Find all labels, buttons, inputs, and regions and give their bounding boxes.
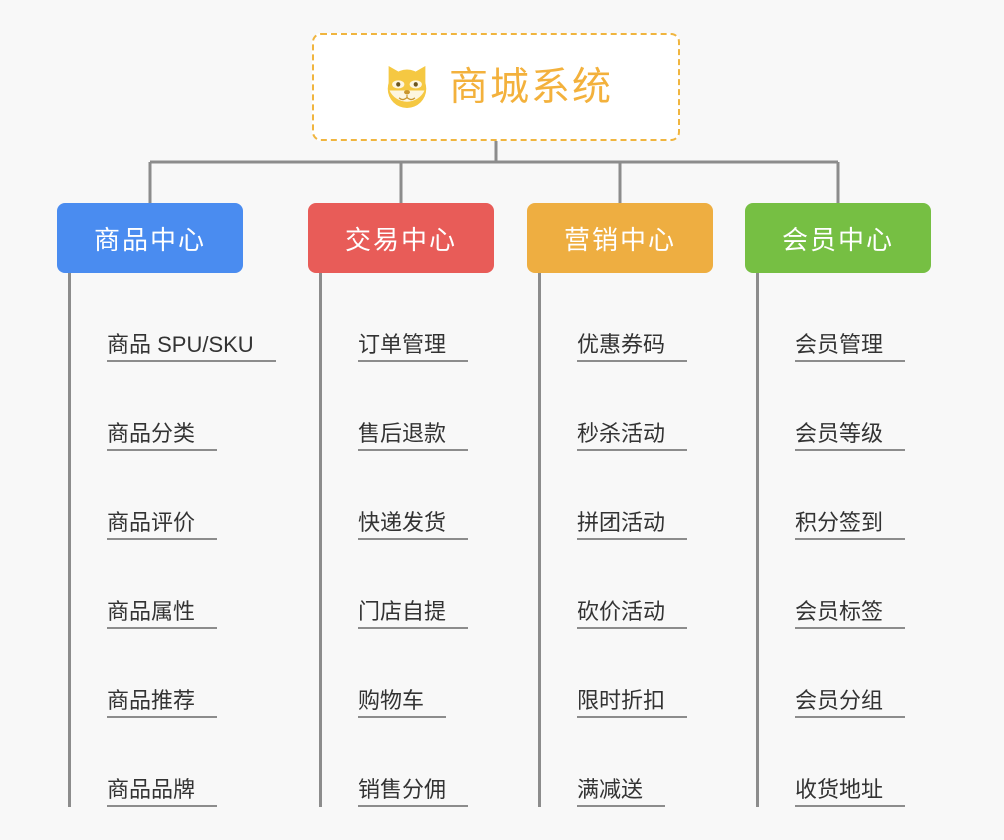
leaf-item[interactable]: 秒杀活动	[541, 362, 713, 451]
leaf-item[interactable]: 商品 SPU/SKU	[71, 273, 276, 362]
leaf-item-label: 商品品牌	[107, 778, 218, 807]
category-card-member-center[interactable]: 会员中心	[745, 203, 931, 273]
leaf-item[interactable]: 商品推荐	[71, 629, 243, 718]
category-card-trade-center[interactable]: 交易中心	[308, 203, 494, 273]
category-column-marketing-center: 营销中心优惠券码秒杀活动拼团活动砍价活动限时折扣满减送	[527, 203, 713, 807]
leaf-item-label: 订单管理	[358, 333, 469, 362]
leaf-item-label: 满减送	[577, 778, 666, 807]
leaf-item-label: 快递发货	[358, 511, 469, 540]
leaf-item[interactable]: 积分签到	[759, 451, 931, 540]
category-card-product-center[interactable]: 商品中心	[57, 203, 243, 273]
leaf-item-label: 商品分类	[107, 422, 218, 451]
leaf-item-label: 销售分佣	[358, 778, 469, 807]
leaf-item-label: 商品 SPU/SKU	[107, 333, 276, 362]
leaf-item-label: 售后退款	[358, 422, 469, 451]
leaf-item[interactable]: 门店自提	[322, 540, 494, 629]
leaf-item-label: 收货地址	[795, 778, 906, 807]
leaf-list-product-center: 商品 SPU/SKU 商品分类商品评价商品属性商品推荐商品品牌	[68, 273, 276, 807]
leaf-item-label: 商品推荐	[107, 689, 218, 718]
leaf-item-label: 砍价活动	[577, 600, 688, 629]
leaf-item-label: 购物车	[358, 689, 447, 718]
leaf-item-label: 会员管理	[795, 333, 906, 362]
root-title: 商城系统	[448, 65, 613, 109]
leaf-item[interactable]: 会员标签	[759, 540, 931, 629]
leaf-item[interactable]: 商品评价	[71, 451, 243, 540]
leaf-item-label: 积分签到	[795, 511, 906, 540]
leaf-item[interactable]: 销售分佣	[322, 718, 494, 807]
leaf-item[interactable]: 订单管理	[322, 273, 494, 362]
category-label: 会员中心	[781, 224, 894, 255]
leaf-item[interactable]: 优惠券码	[541, 273, 713, 362]
leaf-item[interactable]: 会员管理	[759, 273, 931, 362]
leaf-item[interactable]: 满减送	[541, 718, 713, 807]
leaf-list-member-center: 会员管理会员等级积分签到会员标签会员分组收货地址	[756, 273, 931, 807]
leaf-item-label: 秒杀活动	[577, 422, 688, 451]
leaf-item[interactable]: 会员分组	[759, 629, 931, 718]
leaf-item[interactable]: 商品品牌	[71, 718, 243, 807]
leaf-item-label: 商品属性	[107, 600, 218, 629]
category-card-marketing-center[interactable]: 营销中心	[527, 203, 713, 273]
leaf-item[interactable]: 商品属性	[71, 540, 243, 629]
leaf-item-label: 会员分组	[795, 689, 906, 718]
leaf-item[interactable]: 会员等级	[759, 362, 931, 451]
leaf-item-label: 商品评价	[107, 511, 218, 540]
leaf-item[interactable]: 快递发货	[322, 451, 494, 540]
leaf-item[interactable]: 购物车	[322, 629, 494, 718]
category-label: 商品中心	[93, 224, 206, 255]
leaf-list-marketing-center: 优惠券码秒杀活动拼团活动砍价活动限时折扣满减送	[538, 273, 713, 807]
category-column-product-center: 商品中心商品 SPU/SKU 商品分类商品评价商品属性商品推荐商品品牌	[57, 203, 276, 807]
leaf-item[interactable]: 商品分类	[71, 362, 243, 451]
leaf-item-label: 限时折扣	[577, 689, 688, 718]
category-label: 交易中心	[344, 224, 457, 255]
root-node[interactable]: 商城系统	[312, 33, 680, 141]
leaf-list-trade-center: 订单管理售后退款快递发货门店自提购物车销售分佣	[319, 273, 494, 807]
leaf-item[interactable]: 售后退款	[322, 362, 494, 451]
category-label: 营销中心	[563, 224, 676, 255]
leaf-item[interactable]: 拼团活动	[541, 451, 713, 540]
leaf-item-label: 会员等级	[795, 422, 906, 451]
dog-face-icon	[387, 66, 427, 108]
leaf-item-label: 门店自提	[358, 600, 469, 629]
leaf-item-label: 会员标签	[795, 600, 906, 629]
leaf-item[interactable]: 限时折扣	[541, 629, 713, 718]
leaf-item[interactable]: 收货地址	[759, 718, 931, 807]
leaf-item[interactable]: 砍价活动	[541, 540, 713, 629]
category-column-trade-center: 交易中心订单管理售后退款快递发货门店自提购物车销售分佣	[308, 203, 494, 807]
leaf-item-label: 拼团活动	[577, 511, 688, 540]
category-column-member-center: 会员中心会员管理会员等级积分签到会员标签会员分组收货地址	[745, 203, 931, 807]
leaf-item-label: 优惠券码	[577, 333, 688, 362]
